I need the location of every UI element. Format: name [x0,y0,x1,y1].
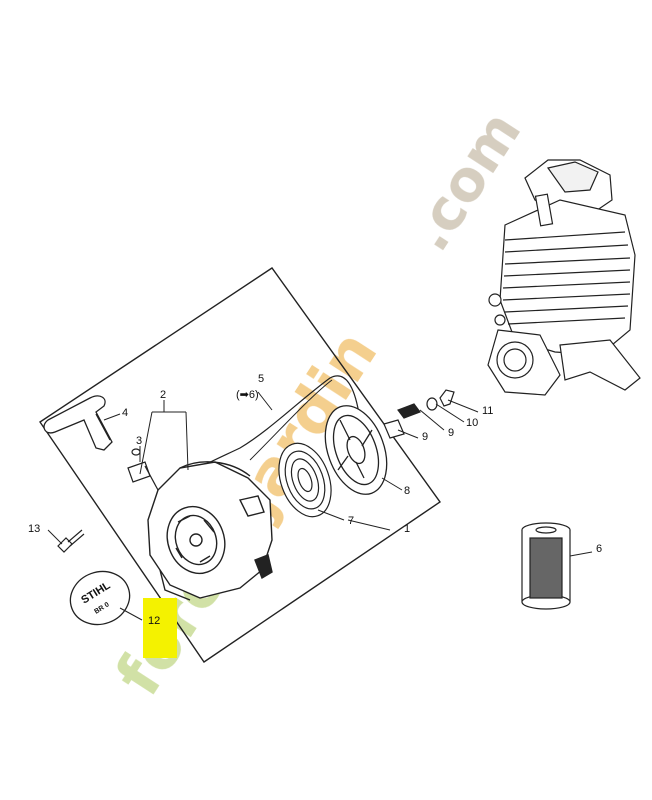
label-6: 6 [596,543,602,555]
label-10: 10 [466,417,478,429]
label-3: 3 [136,435,142,447]
label-4: 4 [122,407,128,419]
highlight-part-12 [143,598,177,658]
fan-housing [147,461,273,601]
screw-part-13 [57,529,85,553]
rope-rotor-part-8 [324,405,388,495]
label-8: 8 [404,485,410,497]
label-7: 7 [348,515,354,527]
spring-clip-part-11 [439,389,455,407]
label-9a: 9 [422,431,428,443]
label-12: 12 [148,615,160,627]
clip-part-10 [426,397,438,411]
label-13: 13 [28,523,40,535]
starter-rope-part-5-line2 [249,379,333,461]
label-2: 2 [160,389,166,401]
label-5-reference: (➡6) [236,389,259,401]
stihl-badge-part-12: STIHL BR 0 [69,570,131,626]
label-9b: 9 [448,427,454,439]
label-1: 1 [404,523,410,535]
starter-grip-part-4 [43,395,113,451]
rope-bushing-part-3 [127,448,159,491]
label-5: 5 [258,373,264,385]
assembly-outline [39,267,441,663]
leader-lines [47,391,593,621]
rewind-spring-part-7 [278,442,332,518]
engine-block [487,159,641,396]
label-11: 11 [482,405,493,417]
spare-rope-coil-part-6 [521,522,571,610]
pawls-part-9 [383,403,421,439]
